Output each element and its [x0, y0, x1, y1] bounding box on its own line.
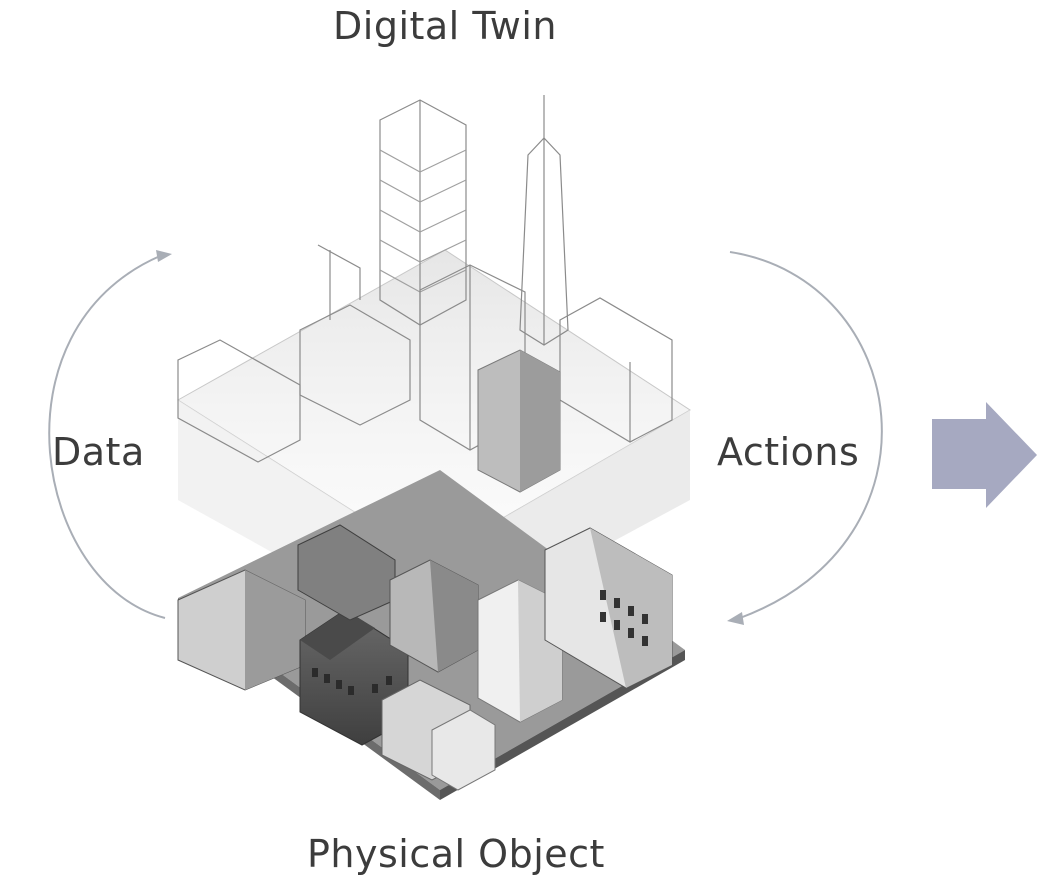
- data-label: Data: [52, 430, 145, 474]
- block-arrow-right-icon: [932, 402, 1037, 508]
- data-cycle-arrow: [48, 250, 172, 619]
- digital-twin-label: Digital Twin: [333, 4, 557, 48]
- curved-arrow-down-icon: [729, 251, 883, 619]
- curved-arrow-up-icon: [48, 255, 166, 619]
- actions-cycle-arrow: [727, 251, 883, 625]
- actions-label: Actions: [717, 430, 860, 474]
- physical-object-label: Physical Object: [307, 832, 605, 876]
- city-illustration: [177, 95, 691, 800]
